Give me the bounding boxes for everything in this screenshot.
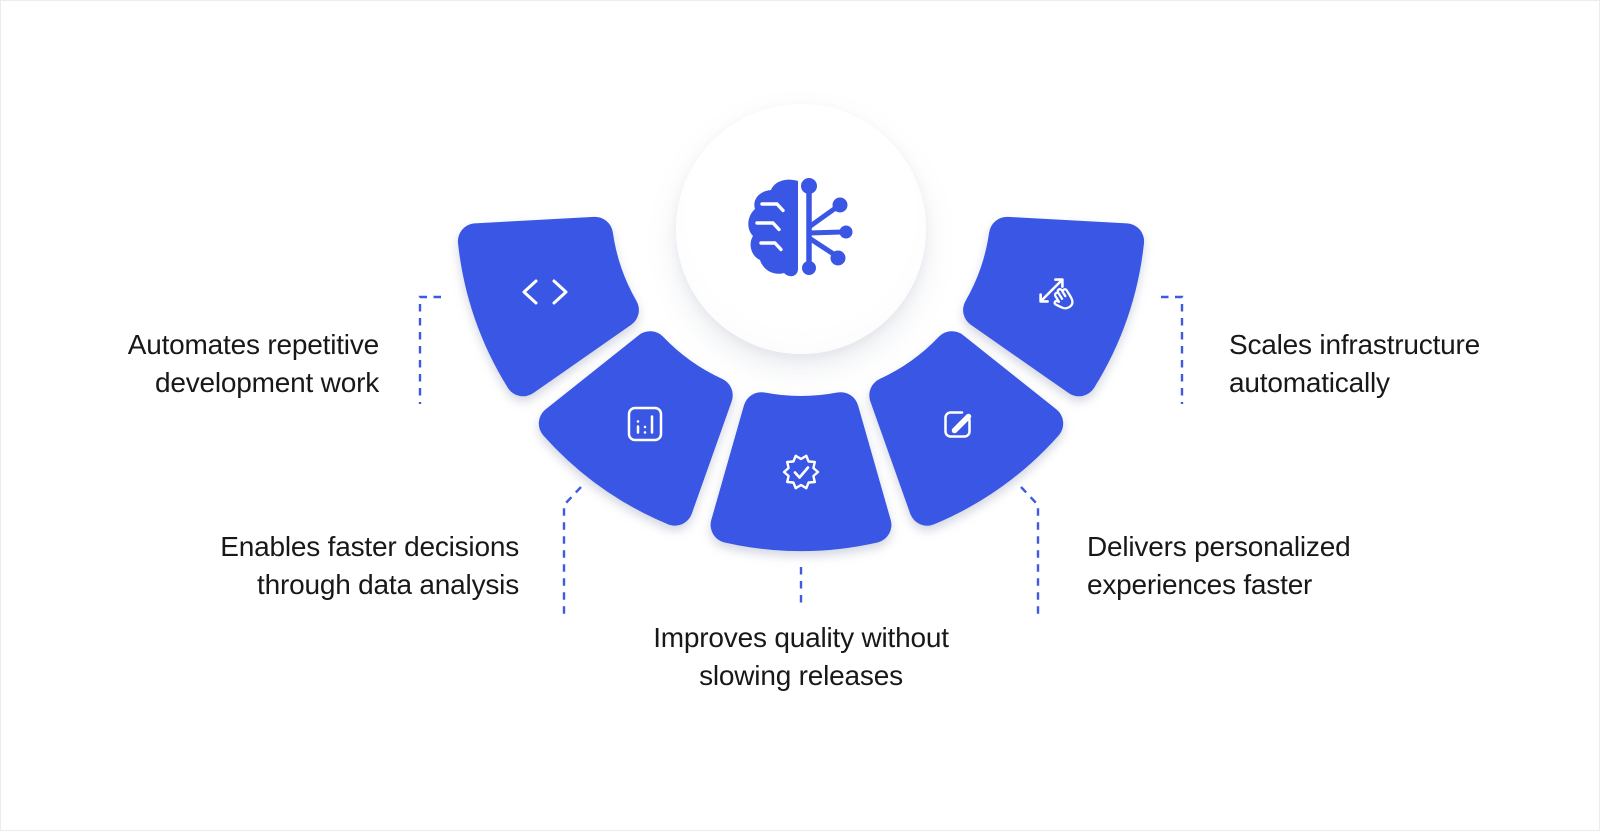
callout-line: Scales infrastructure xyxy=(1229,329,1481,360)
callout-improves-quality: Improves quality without slowing release… xyxy=(601,619,1001,695)
callout-line: Enables faster decisions xyxy=(220,531,519,562)
callout-line: slowing releases xyxy=(699,660,903,691)
segment-code-wedge xyxy=(457,216,639,397)
callout-faster-decisions: Enables faster decisions through data an… xyxy=(179,528,519,604)
callout-automates-development: Automates repetitive development work xyxy=(59,326,379,402)
code-icon xyxy=(522,279,568,305)
edit-icon xyxy=(944,411,972,438)
drag-hand xyxy=(1053,288,1074,310)
bar-chart-icon xyxy=(627,406,663,442)
badge-check-icon xyxy=(782,454,820,490)
segment-quality-wedge xyxy=(710,392,892,552)
connector-personalized xyxy=(1020,486,1040,614)
brain-half xyxy=(748,179,798,277)
callout-line: experiences faster xyxy=(1087,569,1313,600)
callout-personalized-experiences: Delivers personalized experiences faster xyxy=(1087,528,1447,604)
connector-automates xyxy=(418,295,441,404)
callout-line: automatically xyxy=(1229,367,1390,398)
callout-line: through data analysis xyxy=(257,569,519,600)
callout-line: Automates repetitive xyxy=(127,329,379,360)
callout-line: development work xyxy=(154,367,379,398)
segment-analytics-wedge xyxy=(538,331,733,526)
callout-line: Delivers personalized xyxy=(1087,531,1351,562)
connector-decisions xyxy=(562,486,582,614)
segment-personalization-wedge xyxy=(869,331,1064,526)
callout-scales-infrastructure: Scales infrastructure automatically xyxy=(1229,326,1589,402)
ai-brain-circuit-icon xyxy=(748,178,853,277)
segment-scaling-wedge xyxy=(963,216,1145,397)
ai-hub-circle xyxy=(676,104,926,354)
circuit-tree xyxy=(801,178,853,275)
callout-line: Improves quality without xyxy=(653,622,949,653)
segment-fan xyxy=(457,216,1145,552)
connector-scales xyxy=(1161,295,1184,404)
scale-drag-icon xyxy=(1039,278,1074,310)
